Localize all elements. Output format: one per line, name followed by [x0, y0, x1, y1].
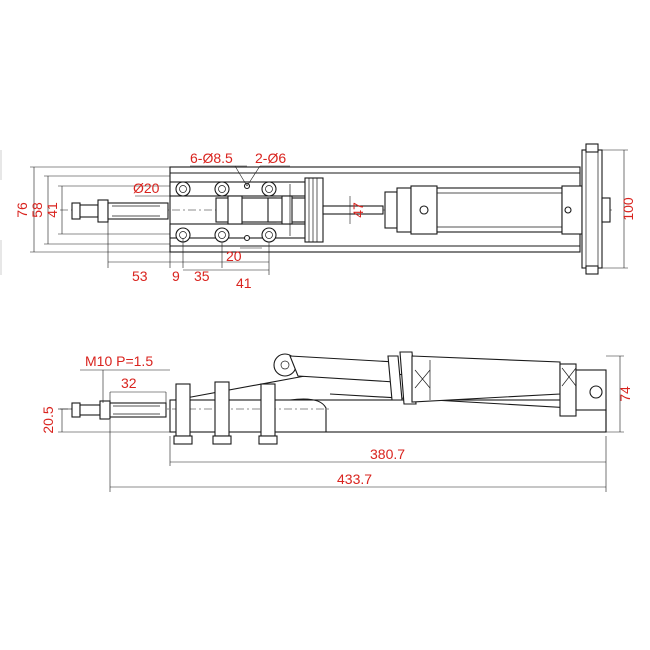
label-dim-9: 9: [172, 268, 180, 284]
label-cylinder-height: 100: [620, 197, 636, 221]
label-overall-length: 433.7: [337, 471, 372, 487]
label-holes-large: 6-Ø8.5: [190, 150, 233, 166]
label-width-inner: 41: [44, 202, 60, 218]
air-cylinder-top: [384, 143, 611, 275]
side-spindle: [71, 400, 167, 420]
mounting-holes: [175, 181, 277, 243]
side-view-dimension-lines: [58, 355, 624, 492]
side-bolts: [173, 381, 278, 445]
label-dim-35: 35: [194, 268, 210, 284]
label-holes-small: 2-Ø6: [255, 150, 286, 166]
label-dim-53: 53: [132, 268, 148, 284]
label-spindle-height: 20.5: [40, 406, 56, 433]
label-dim-41: 41: [236, 275, 252, 291]
label-total-height: 74: [617, 386, 633, 402]
label-dim-20: 20: [226, 248, 242, 264]
dimension-labels: 6-Ø8.5 2-Ø6 Ø20 76 58 41 47 100 53 9 35 …: [14, 150, 636, 487]
label-cylinder-dia: 47: [350, 202, 366, 218]
label-width-overall: 76: [14, 202, 30, 218]
label-width-holes: 58: [29, 202, 45, 218]
label-base-length: 380.7: [370, 446, 405, 462]
spindle-bolt: [71, 199, 169, 223]
label-thread-length: 32: [121, 375, 137, 391]
side-base-plate: [169, 399, 607, 433]
top-view: [30, 143, 628, 275]
side-view: [58, 351, 624, 492]
top-view-dimension-lines: [30, 149, 628, 275]
air-cylinder-side: [387, 351, 607, 417]
label-spindle-dia: Ø20: [133, 180, 160, 196]
label-thread: M10 P=1.5: [85, 353, 153, 369]
